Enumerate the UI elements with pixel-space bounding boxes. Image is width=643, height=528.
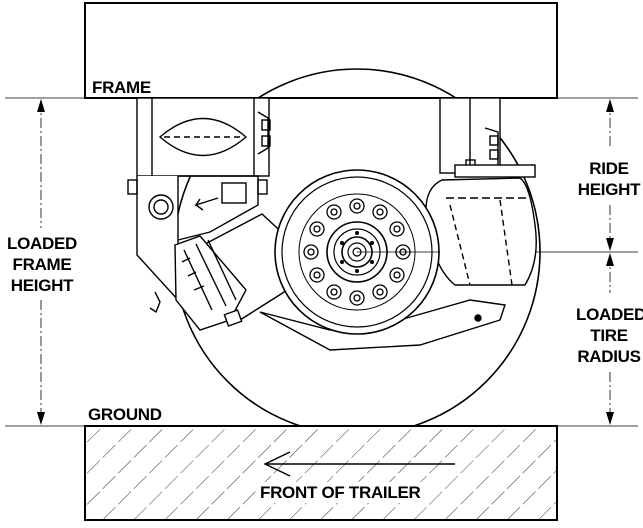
wheel-hub (274, 169, 440, 335)
rear-hanger (439, 97, 536, 178)
ride-height-label: RIDE HEIGHT (577, 159, 641, 199)
ground-block (84, 425, 558, 521)
reference-lines (5, 97, 638, 427)
dimension-arrows (37, 99, 614, 425)
frame-label: FRAME (92, 78, 151, 97)
front-hanger (127, 97, 271, 314)
air-spring (425, 177, 537, 286)
loaded-tire-radius-label: LOADED TIRE RADIUS (576, 305, 643, 366)
direction-arrow (263, 451, 455, 477)
frame-rail (84, 2, 558, 99)
trailing-arm (174, 213, 506, 351)
ground-label: GROUND (88, 405, 162, 424)
loaded-frame-height-label: LOADED FRAME HEIGHT (7, 234, 77, 295)
front-of-trailer-label: FRONT OF TRAILER (258, 482, 423, 503)
